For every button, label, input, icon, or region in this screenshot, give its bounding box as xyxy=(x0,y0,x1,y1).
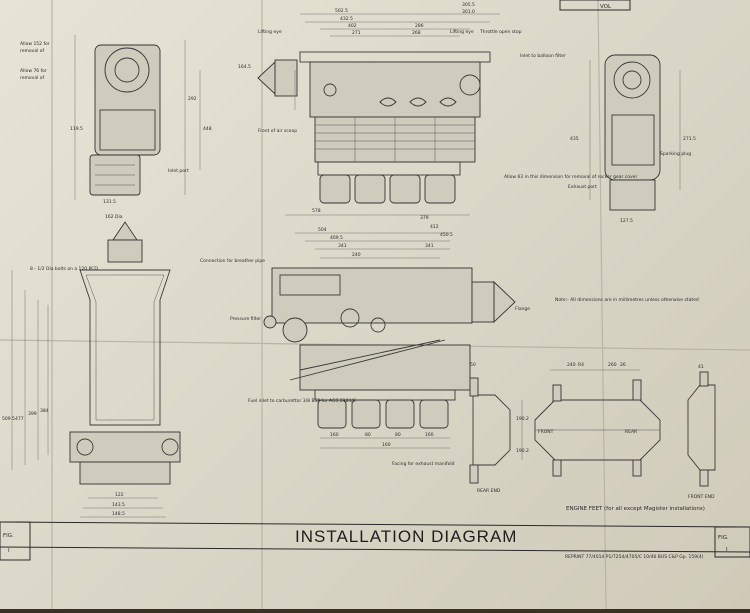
top-dim: 271 xyxy=(352,30,361,36)
top-dim: 301.0 xyxy=(462,9,475,15)
svg-text:271.5: 271.5 xyxy=(683,136,696,142)
top-dim: 286 xyxy=(415,23,424,29)
header-banner xyxy=(559,0,631,11)
top-dim: 268 xyxy=(412,30,421,36)
rear-label: REAR xyxy=(625,429,637,435)
header-banner-text: VOL xyxy=(600,4,612,10)
mid-dim: 450.5 xyxy=(440,232,453,238)
rear-view: Allow 63 in this dimension for removal o… xyxy=(504,54,696,224)
top-dim: 432.5 xyxy=(340,16,353,22)
front-air-scoop-label: Front of air scoop xyxy=(258,128,297,134)
top-dim: 502.5 xyxy=(335,8,348,14)
engine-feet-caption: ENGINE FEET (for all except Magister ins… xyxy=(566,506,705,512)
svg-text:131.5: 131.5 xyxy=(103,199,116,205)
front-view-lower: 162 Dia 8 - 1/2 Dia bolts on a 120 PCD 5… xyxy=(2,214,181,518)
side-view-lower: 578 504 409.5 341 240 379 412 450.5 341 … xyxy=(200,208,530,467)
title-block-line xyxy=(0,521,750,528)
top-left-note: Allow 152 for xyxy=(20,41,50,47)
side-view-upper: 502.5 432.5 402 286 271 268 305.5 301.0 … xyxy=(238,2,566,204)
svg-text:50: 50 xyxy=(470,362,476,368)
svg-text:removal of: removal of xyxy=(20,48,45,54)
top-dim: 305.5 xyxy=(462,2,475,8)
mid-dim: 240 xyxy=(352,252,361,258)
exhaust-port-label: Exhaust port xyxy=(568,184,597,190)
svg-text:435: 435 xyxy=(570,136,579,142)
left-dim: 384 xyxy=(40,408,49,414)
mid-dim: 504 xyxy=(318,227,327,233)
svg-text:127.5: 127.5 xyxy=(620,218,633,224)
svg-text:41: 41 xyxy=(698,364,704,370)
throttle-label: Throttle open stop xyxy=(479,29,522,35)
inlet-port-label: Inlet port xyxy=(168,168,189,174)
mid-dim: 341 xyxy=(338,243,347,249)
fold-line xyxy=(597,0,607,610)
rear-foot xyxy=(472,394,511,466)
svg-text:26: 26 xyxy=(620,362,626,368)
dimensions-note: Note:- All dimensions are in millimetres… xyxy=(555,297,699,303)
facing-note: Facing for exhaust manifold xyxy=(392,461,455,467)
left-dim: 509.5 xyxy=(2,416,15,422)
bottom-dim: 160 xyxy=(382,442,391,448)
svg-text:292: 292 xyxy=(188,96,197,102)
mid-dim: 412 xyxy=(430,224,439,230)
bolts-label: 8 - 1/2 Dia bolts on a 120 PCD xyxy=(30,266,98,272)
flange-cone xyxy=(493,280,516,324)
svg-text:119.5: 119.5 xyxy=(70,126,83,132)
rear-end-label: REAR END xyxy=(477,488,501,494)
engine-feet: 240 R4 260 26 REAR END 50 FRONT REAR 190… xyxy=(469,362,716,512)
front-foot xyxy=(687,384,716,471)
flange-label: Flange xyxy=(515,306,530,312)
lifting-eye-label: Lifting eye xyxy=(450,29,474,35)
left-dim: 122 xyxy=(115,492,124,498)
fig-label-right: FIG. xyxy=(718,535,729,541)
mid-dim: 409.5 xyxy=(330,235,343,241)
svg-text:164.5: 164.5 xyxy=(238,64,251,70)
svg-text:removal of: removal of xyxy=(20,75,45,81)
inlet-balloon-label: Inlet to balloon filter xyxy=(520,53,566,59)
left-dim: 148.5 xyxy=(112,511,125,517)
fuel-inlet-note: Fuel inlet to carburettor 3/8 BSP for AG… xyxy=(248,398,356,404)
bottom-dim: 160 xyxy=(330,432,339,438)
left-dim: 143.5 xyxy=(112,502,125,508)
svg-text:190.2: 190.2 xyxy=(516,416,529,422)
removal-note: Allow 63 in this dimension for removal o… xyxy=(504,174,637,180)
svg-text:R4: R4 xyxy=(578,362,584,368)
air-scoop-cone xyxy=(257,60,276,96)
bottom-dim: 80 xyxy=(395,432,401,438)
mid-dim: 578 xyxy=(312,208,321,214)
bottom-dim: 160 xyxy=(425,432,434,438)
svg-text:Allow 76 for: Allow 76 for xyxy=(20,68,47,74)
svg-text:448: 448 xyxy=(203,126,212,132)
breather-label: Connection for breather pipe xyxy=(200,258,265,264)
lifting-eye-label: Lifting eye xyxy=(258,29,282,35)
pressure-filter-label: Pressure filter xyxy=(230,316,261,322)
front-view-upper: Allow 152 for removal of Allow 76 for re… xyxy=(20,35,212,205)
dia-label: 162 Dia xyxy=(105,214,123,220)
fig-box-left xyxy=(0,521,31,561)
bottom-dim: 80 xyxy=(365,432,371,438)
svg-text:240: 240 xyxy=(567,362,576,368)
top-dim: 402 xyxy=(348,23,357,29)
mid-dim: 341 xyxy=(425,243,434,249)
left-dim: 477 xyxy=(15,416,24,422)
diagram-title: INSTALLATION DIAGRAM xyxy=(295,527,517,546)
left-dim: 399 xyxy=(28,411,37,417)
svg-text:I: I xyxy=(726,547,728,553)
feet-plan-view xyxy=(534,399,661,461)
fig-box-right xyxy=(714,526,750,558)
front-label: FRONT xyxy=(538,429,554,435)
mid-dim: 379 xyxy=(420,215,429,221)
svg-text:260: 260 xyxy=(608,362,617,368)
sparking-plug-label: Sparking plug xyxy=(660,151,691,157)
front-end-label: FRONT END xyxy=(688,494,715,500)
svg-text:I: I xyxy=(8,548,10,554)
fig-label-left: FIG. xyxy=(3,533,14,539)
svg-text:190.2: 190.2 xyxy=(516,448,529,454)
footer-reference: REPRINT 77/4014 P1/7254/4705/C 10/46 BUS… xyxy=(565,554,704,560)
